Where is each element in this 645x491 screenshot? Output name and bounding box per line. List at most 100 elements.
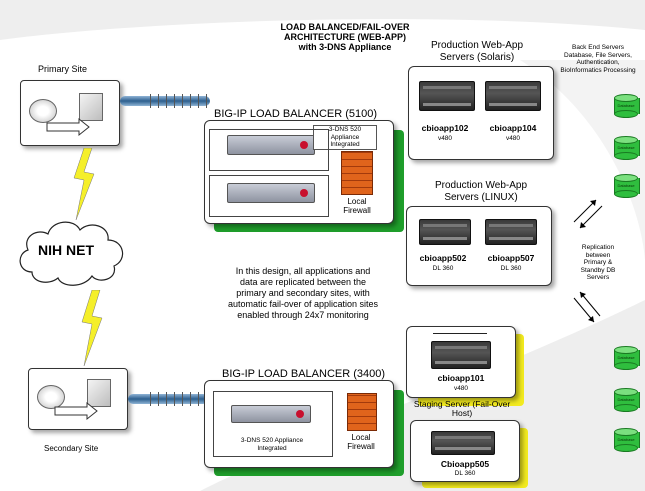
title-line-1: LOAD BALANCED/FAIL-OVER [280,22,410,32]
replication-line-5: Servers [586,274,610,281]
database-icon: Database [614,174,640,198]
nih-net-label: NIH NET [38,242,94,258]
linux-server-2-model: DL 360 [500,265,522,272]
primary-pipe-ticks [150,94,210,108]
solaris-title-line-1: Production Web-App [430,40,524,51]
server-icon [431,431,495,455]
lightning-icon [81,290,103,366]
database-icon: Database [614,428,640,452]
staging-server-1-box: cbioapp101 v480 [406,326,516,398]
primary-firewall-line-1: Local [347,197,367,206]
linux-server-box: cbioapp502 DL 360 cbioapp507 DL 360 [406,206,552,286]
replication-line-1: Replication [581,244,615,251]
firewall-icon [341,151,373,195]
staging-server-2-box: Cbioapp505 DL 360 [410,420,520,482]
backend-label: Back End Servers Database, File Servers,… [552,44,644,74]
switch-icon [87,379,111,407]
primary-dns-line-2: Appliance [330,133,360,141]
database-label: Database [617,103,635,108]
primary-dns-line-1: 3-DNS 520 [328,126,362,133]
secondary-dns-label: 3-DNS 520 Appliance Integrated [219,437,325,452]
primary-firewall-line-2: Firewall [343,206,371,215]
router-icon [37,385,65,409]
staging-label: Staging Server (Fail-Over Host) [400,400,524,418]
replication-line-3: Primary & [583,259,613,266]
linux-server-1-name: cbioapp502 [419,253,467,263]
description-line-3: primary and secondary sites, with [236,288,370,298]
database-label: Database [617,355,635,360]
solaris-title: Production Web-App Servers (Solaris) [412,40,542,64]
database-label: Database [617,397,635,402]
arrow-icon [54,401,98,421]
secondary-lb-title: BIG-IP LOAD BALANCER (3400) [222,368,386,380]
description-line-2: data are replicated between the [239,277,367,287]
linux-server-2-name: cbioapp507 [487,253,535,263]
switch-icon [79,93,103,121]
backend-line-3: Authentication, [576,59,620,66]
primary-site-box [20,80,120,146]
server-icon [485,81,541,111]
replication-line-2: between [585,251,611,259]
primary-lb-title: BIG-IP LOAD BALANCER (5100) [214,108,378,120]
secondary-firewall-label: Local Firewall [331,433,391,451]
secondary-firewall-line-1: Local [351,433,371,442]
server-icon [419,81,475,111]
solaris-server-2-model: v480 [505,135,521,142]
staging-server-1-line [433,333,487,334]
bigip-appliance-icon [227,183,315,203]
secondary-site-box [28,368,128,430]
arrow-icon [46,117,90,137]
primary-lb-box: 3-DNS 520 Appliance Integrated Local Fir… [204,120,394,224]
description-line-1: In this design, all applications and [235,266,371,276]
database-label: Database [617,183,635,188]
title-line-3: with 3-DNS Appliance [298,42,392,52]
router-icon [29,99,57,123]
description-line-5: enabled through 24x7 monitoring [237,310,369,320]
secondary-firewall-line-2: Firewall [347,442,375,451]
staging-server-1-name: cbioapp101 [437,373,485,383]
bigip-appliance-icon [231,405,311,423]
diagram-title: LOAD BALANCED/FAIL-OVER ARCHITECTURE (WE… [270,22,420,52]
secondary-appliance-frame [213,391,333,457]
linux-title: Production Web-App Servers (LINUX) [416,180,546,204]
server-icon [485,219,537,245]
secondary-site-label: Secondary Site [44,444,99,453]
staging-server-1-model: v480 [453,385,469,392]
solaris-server-2-name: cbioapp104 [489,123,537,133]
primary-dns-line-3: Integrated [330,141,360,148]
title-line-2: ARCHITECTURE (WEB-APP) [284,32,406,42]
staging-server-2-model: DL 360 [454,470,476,477]
primary-site-label: Primary Site [38,64,88,74]
solaris-server-1-model: v480 [437,135,453,142]
primary-appliance-frame-1 [209,129,329,171]
database-icon: Database [614,136,640,160]
replication-arrows [573,199,603,323]
server-icon [431,341,491,369]
database-icon: Database [614,388,640,412]
cloud-icon [19,221,124,286]
database-icon: Database [614,346,640,370]
replication-label: Replication between Primary & Standby DB… [572,244,624,282]
firewall-icon [347,393,377,431]
linux-server-1-model: DL 360 [432,265,454,272]
database-icon: Database [614,94,640,118]
database-label: Database [617,145,635,150]
staging-server-2-name: Cbioapp505 [440,459,490,469]
backend-line-4: BioInformatics Processing [560,66,636,74]
solaris-title-line-2: Servers (Solaris) [439,52,515,63]
staging-label-line-1: Staging Server (Fail-Over [413,399,511,409]
secondary-dns-line-1: 3-DNS 520 Appliance [240,437,304,444]
replication-line-4: Standby DB [580,266,616,274]
backend-line-1: Back End Servers [571,44,625,51]
database-label: Database [617,437,635,442]
secondary-lb-box: 3-DNS 520 Appliance Integrated Local Fir… [204,380,394,468]
staging-label-line-2: Host) [451,408,473,418]
description-line-4: automatic fail-over of application sites [227,299,379,309]
backend-line-2: Database, File Servers, [564,51,632,59]
primary-appliance-frame-2 [209,175,329,217]
linux-title-line-2: Servers (LINUX) [444,192,518,203]
server-icon [419,219,471,245]
solaris-server-1-name: cbioapp102 [421,123,469,133]
secondary-pipe-ticks [150,392,206,406]
lightning-icon [73,148,95,220]
